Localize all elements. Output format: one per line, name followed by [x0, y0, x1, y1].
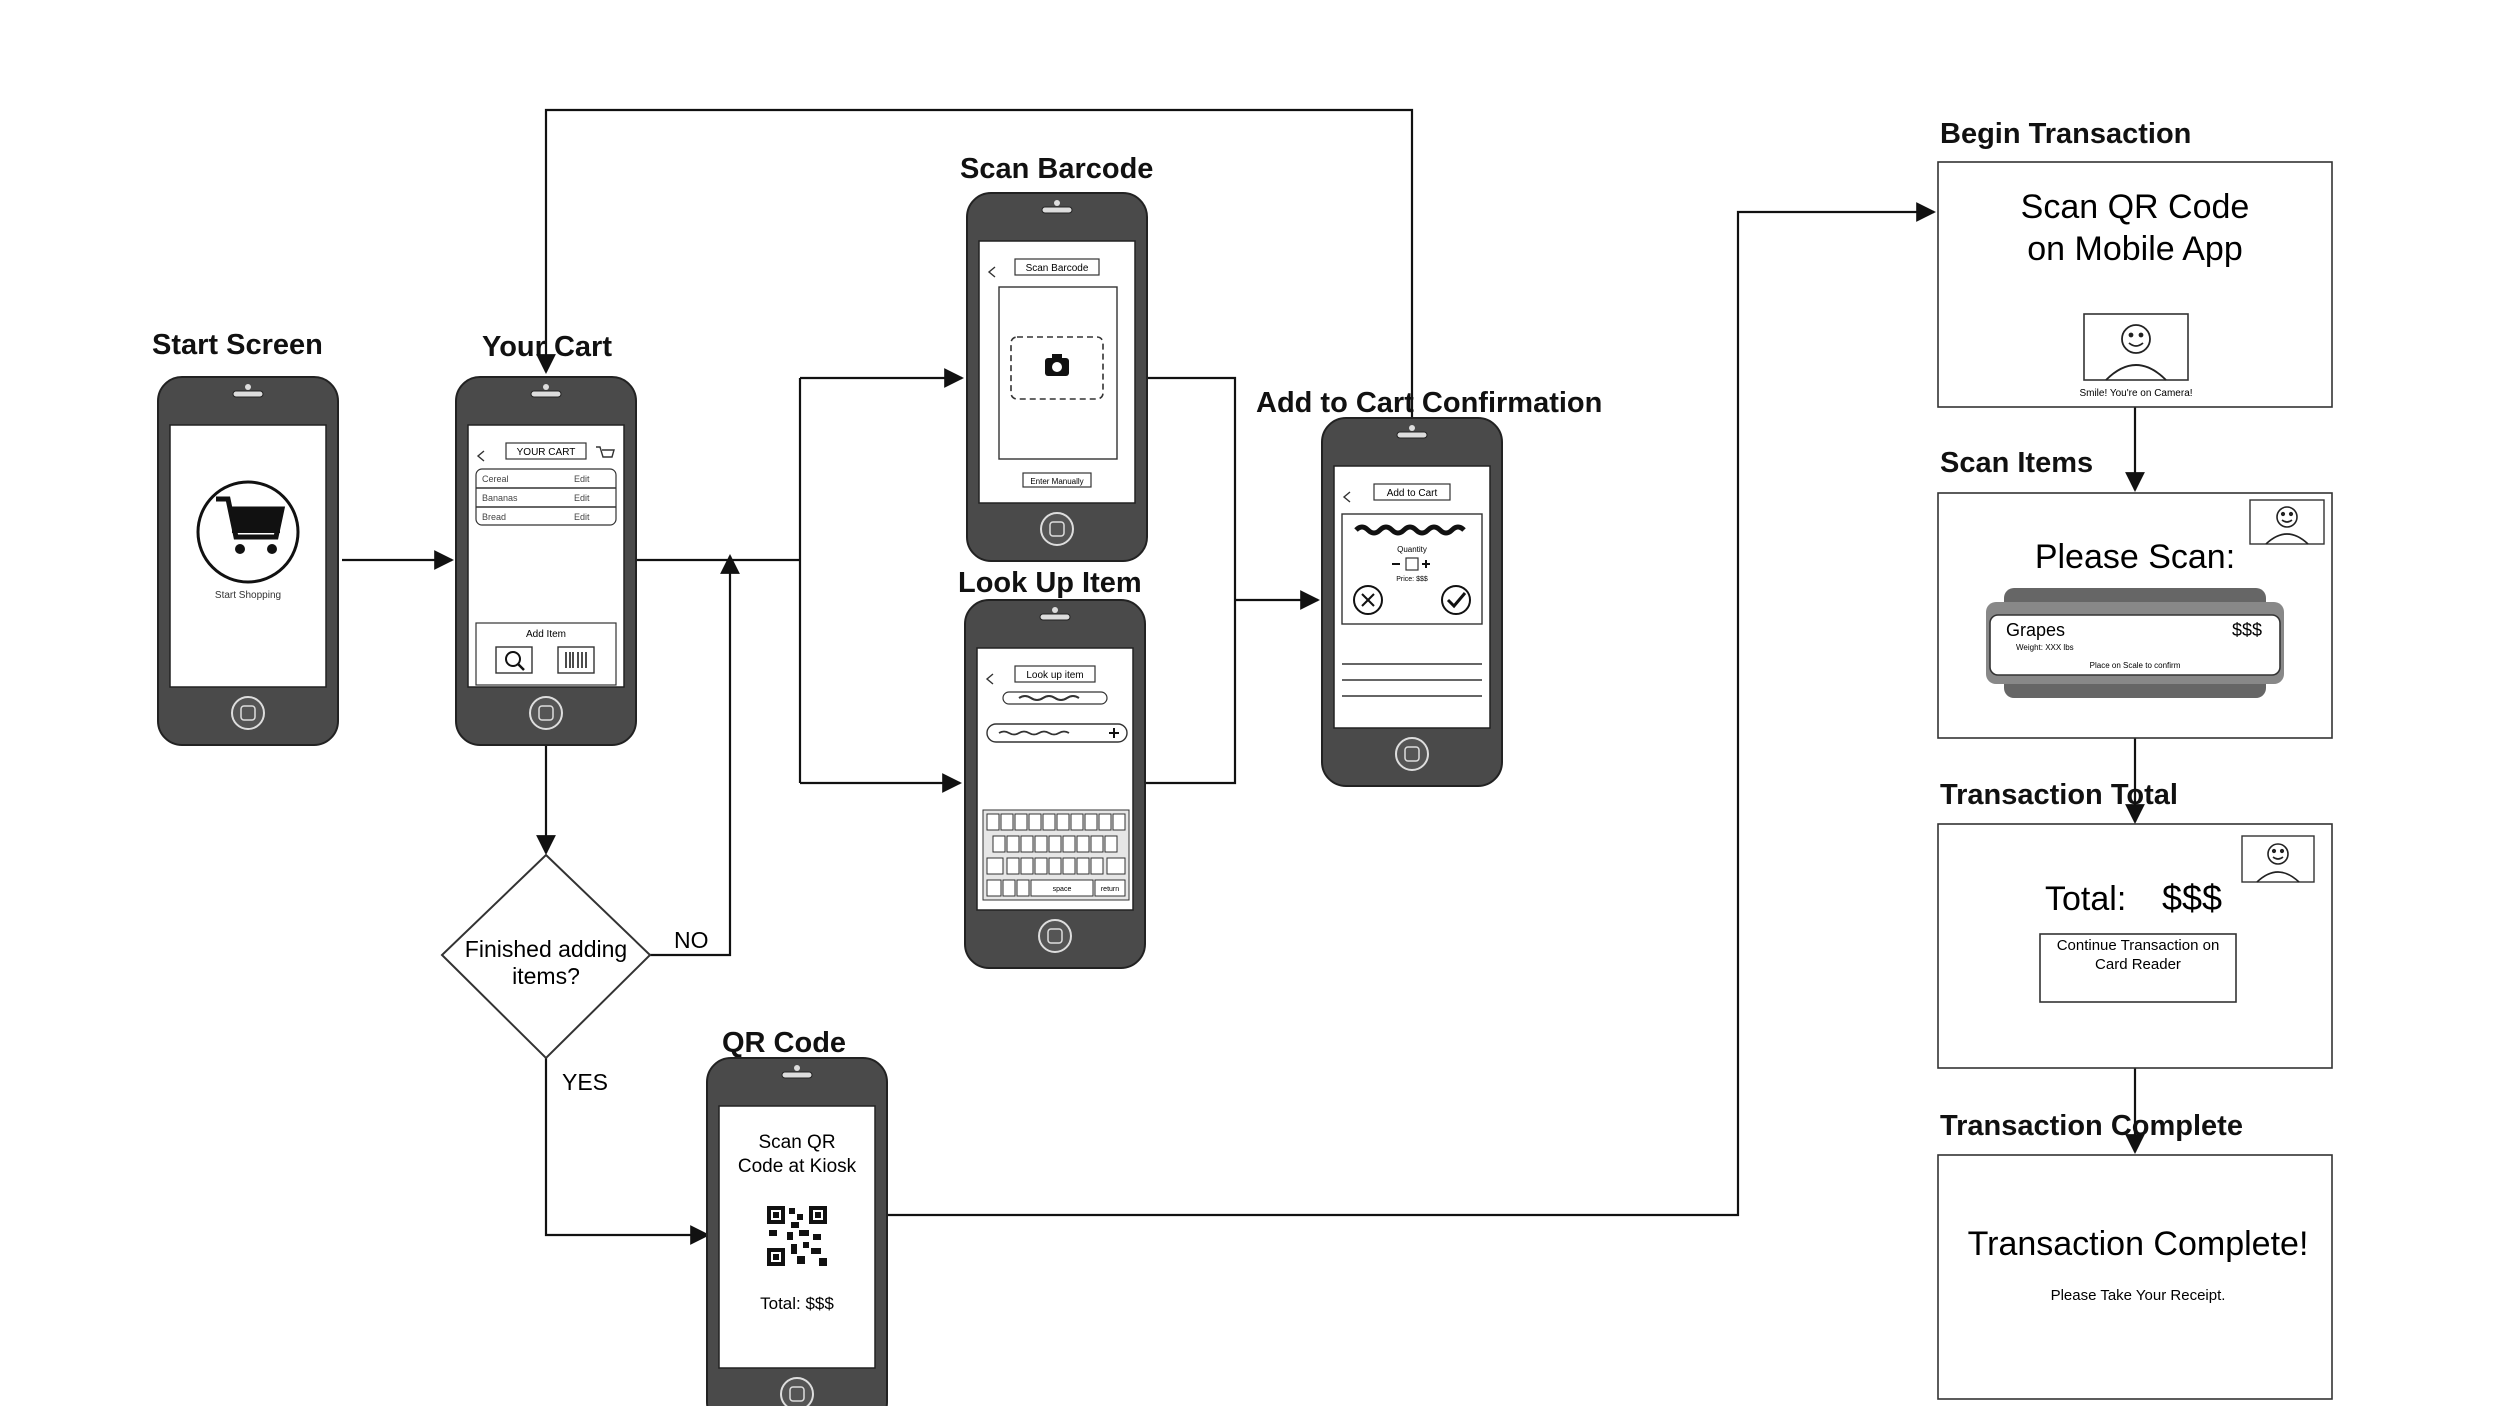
scanned-item-card: [1989, 614, 2281, 676]
kiosk-scan-items: Please Scan: Grapes $$$ Weight: XXX lbs …: [1937, 492, 2333, 739]
confirm-title: Add to Cart: [1387, 488, 1438, 499]
enter-manually-label: Enter Manually: [1030, 477, 1083, 486]
add-item-label: Add Item: [526, 629, 566, 640]
phone-scan-barcode: Scan Barcode Enter Manually: [966, 192, 1148, 562]
edge-confirm-back-to-cart: [536, 108, 1414, 418]
cart-item-3: Bread: [482, 512, 506, 522]
continue-on-card-reader-box[interactable]: [2039, 933, 2237, 1003]
phone-qr-code: Scan QR Code at Kiosk Total: $$$: [706, 1057, 888, 1406]
cart-mini-icon: [596, 446, 615, 458]
decision-text-line1: Finished adding: [465, 936, 627, 962]
kiosk-begin-line2: on Mobile App: [2027, 230, 2243, 268]
kiosk-transaction-complete: Transaction Complete! Please Take Your R…: [1937, 1154, 2333, 1400]
cart-item-1-edit[interactable]: Edit: [574, 474, 590, 484]
label-begin-transaction: Begin Transaction: [1940, 118, 2191, 150]
phone-start-screen: Start Shopping: [157, 376, 339, 746]
qr-code-icon: [767, 1206, 827, 1266]
scan-title: Scan Barcode: [1026, 263, 1089, 274]
label-look-up-item: Look Up Item: [958, 567, 1142, 599]
price-label: Price: $$$: [1396, 576, 1428, 583]
cart-item-1: Cereal: [482, 474, 509, 484]
phone-look-up-item: Look up item space return: [964, 599, 1146, 969]
label-transaction-total: Transaction Total: [1940, 779, 2178, 811]
phone-your-cart: YOUR CART Cereal Edit Bananas Edit Bread…: [455, 376, 637, 746]
label-add-to-cart-confirmation: Add to Cart Confirmation: [1256, 387, 1602, 419]
edge-decision-yes: [544, 1058, 710, 1245]
magnifier-icon: [505, 651, 521, 667]
smiley-face-icon: [2265, 506, 2309, 545]
lookup-title: Look up item: [1026, 670, 1083, 681]
label-scan-items: Scan Items: [1940, 447, 2093, 479]
kiosk-total-box-line1: Continue Transaction on: [2057, 937, 2220, 954]
start-shopping-caption: Start Shopping: [215, 590, 281, 601]
quantity-stepper[interactable]: [1405, 557, 1419, 571]
scanned-item-hint: Place on Scale to confirm: [2090, 661, 2181, 670]
kiosk-please-scan: Please Scan:: [2035, 538, 2235, 576]
kiosk-complete-heading: Transaction Complete!: [1968, 1225, 2309, 1263]
qr-text-line2: Code at Kiosk: [738, 1156, 857, 1177]
scanned-item-weight: Weight: XXX lbs: [2016, 643, 2074, 652]
keyboard-return-key: return: [1101, 886, 1119, 893]
quantity-label: Quantity: [1397, 545, 1427, 554]
edge-qr-to-kiosk: [884, 202, 1936, 1217]
cart-item-2: Bananas: [482, 493, 518, 503]
smiley-face-icon: [2105, 324, 2167, 381]
label-start-screen: Start Screen: [152, 329, 323, 361]
scanned-item-name: Grapes: [2006, 620, 2065, 640]
decision-yes-label: YES: [562, 1069, 608, 1095]
increment-icon: [1422, 560, 1430, 568]
plus-icon: [1109, 728, 1119, 738]
search-button[interactable]: [495, 646, 533, 674]
phone-add-to-cart-confirmation: Add to Cart Quantity Price: $$$: [1321, 417, 1503, 787]
camera-icon: [1045, 354, 1069, 376]
accept-button[interactable]: [1441, 585, 1471, 615]
kiosk-transaction-total: Total: $$$ Continue Transaction on Card …: [1937, 823, 2333, 1069]
kiosk-begin-transaction: Scan QR Code on Mobile App Smile! You're…: [1937, 161, 2333, 408]
scanned-item-price: $$$: [2232, 620, 2262, 640]
decision-text-line2: items?: [512, 963, 580, 989]
check-icon: [1446, 592, 1467, 609]
barcode-button[interactable]: [557, 646, 595, 674]
keyboard-space-key: space: [1053, 886, 1072, 893]
kiosk-camera-caption: Smile! You're on Camera!: [2079, 388, 2192, 399]
cart-item-3-edit[interactable]: Edit: [574, 512, 590, 522]
camera-feed-frame: [2083, 313, 2189, 381]
kiosk-total-label: Total:: [2045, 880, 2126, 918]
qr-total: Total: $$$: [760, 1294, 834, 1313]
cart-item-2-edit[interactable]: Edit: [574, 493, 590, 503]
keyboard[interactable]: [982, 809, 1130, 901]
qr-text-line1: Scan QR: [758, 1132, 835, 1153]
smiley-face-icon: [2256, 843, 2300, 883]
kiosk-total-box-line2: Card Reader: [2095, 956, 2181, 973]
edge-scan-to-join: [1145, 376, 1237, 785]
label-transaction-complete: Transaction Complete: [1940, 1110, 2243, 1142]
decision-node: Finished adding items?: [440, 853, 652, 1060]
decision-no-label: NO: [674, 927, 709, 953]
edges: [342, 108, 2145, 1245]
label-your-cart: Your Cart: [482, 331, 612, 363]
label-scan-barcode: Scan Barcode: [960, 153, 1153, 185]
kiosk-begin-line1: Scan QR Code: [2021, 188, 2250, 226]
barcode-icon: [565, 652, 587, 668]
close-icon: [1361, 593, 1375, 607]
label-qr-code: QR Code: [722, 1027, 846, 1059]
edge-decision-no: [650, 554, 740, 957]
shopping-cart-icon: [216, 496, 286, 554]
enter-manually-button[interactable]: [1022, 472, 1092, 488]
kiosk-complete-sub: Please Take Your Receipt.: [2051, 1287, 2226, 1304]
kiosk-total-amount: $$$: [2162, 877, 2222, 918]
cart-title: YOUR CART: [517, 447, 576, 458]
